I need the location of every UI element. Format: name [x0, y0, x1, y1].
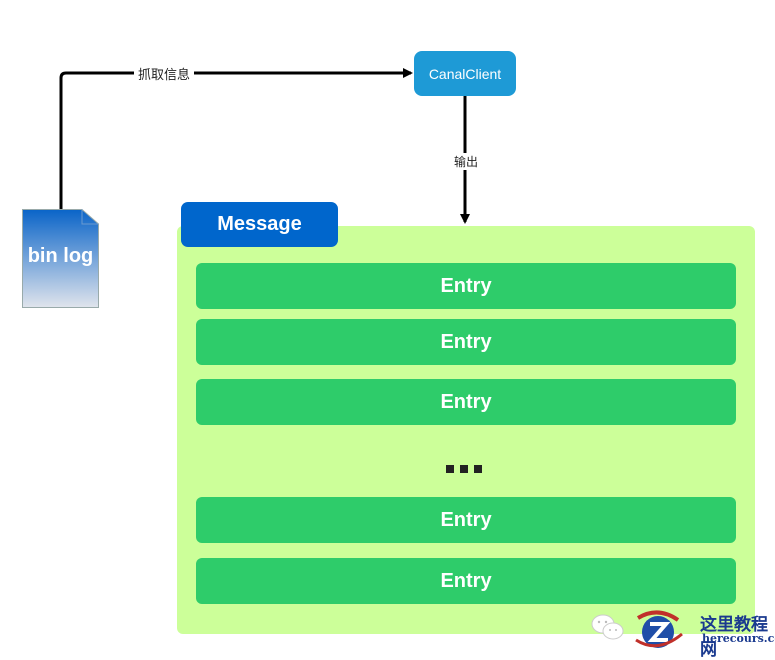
entry-box[interactable]: Entry: [196, 379, 736, 425]
message-header[interactable]: Message: [181, 202, 338, 247]
entry-box[interactable]: Entry: [196, 319, 736, 365]
entry-box[interactable]: Entry: [196, 497, 736, 543]
fetch-edge: [59, 68, 413, 210]
watermark: 这里教程网 herecours.com: [590, 608, 775, 660]
binlog-label: bin log: [27, 245, 94, 267]
ellipsis-dot: [460, 465, 468, 473]
ellipsis: [446, 465, 482, 473]
z-logo-icon: [635, 610, 683, 648]
entry-box[interactable]: Entry: [196, 263, 736, 309]
ellipsis-dot: [446, 465, 454, 473]
wechat-icon: [591, 614, 624, 640]
canal-client-node[interactable]: CanalClient: [414, 51, 516, 96]
document-icon: [22, 209, 99, 308]
entry-box[interactable]: Entry: [196, 558, 736, 604]
fetch-edge-label: 抓取信息: [134, 64, 195, 83]
ellipsis-dot: [474, 465, 482, 473]
watermark-domain: herecours.com: [702, 632, 775, 645]
binlog-file[interactable]: bin log: [22, 209, 99, 308]
output-edge-label: 输出: [450, 153, 483, 170]
